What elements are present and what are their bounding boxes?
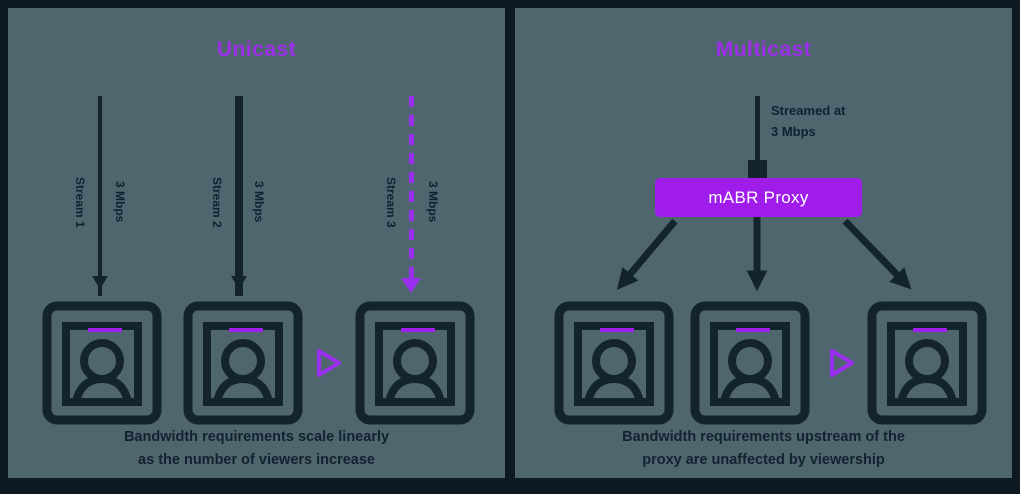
- down-arrow-icon: [98, 96, 102, 296]
- multicast-caption: Bandwidth requirements upstream of the p…: [515, 426, 1012, 472]
- mabr-proxy-label: mABR Proxy: [708, 187, 809, 207]
- multicast-panel: Multicast Streamed at 3 Mbps mABR Proxy: [515, 8, 1012, 478]
- tv-viewer-icon: [42, 301, 162, 425]
- stream-1-left-label: Stream 1: [73, 176, 87, 228]
- unicast-caption: Bandwidth requirements scale linearly as…: [8, 426, 505, 472]
- stream-1-right-label: 3 Mbps: [113, 181, 127, 223]
- source-stream-line: [755, 96, 760, 166]
- unicast-caption-line2: as the number of viewers increase: [138, 452, 375, 468]
- unicast-title: Unicast: [216, 38, 297, 61]
- stream-2-left-label: Stream 2: [210, 176, 224, 228]
- tv-viewer-icon: [867, 301, 987, 425]
- source-stream-label-line1: Streamed at: [771, 103, 846, 118]
- unicast-caption-line1: Bandwidth requirements scale linearly: [123, 429, 390, 445]
- fanout-arrows: [616, 217, 912, 292]
- dashed-down-arrow-icon: [409, 96, 414, 278]
- stream-2-right-label: 3 Mbps: [252, 181, 266, 223]
- stream-3-right-label: 3 Mbps: [426, 181, 440, 223]
- stream-3-left-label: Stream 3: [384, 176, 398, 228]
- source-stream-label: Streamed at 3 Mbps: [771, 100, 845, 142]
- unicast-panel: Unicast Stream 1 3 Mbps Stream 2 3 Mbps …: [8, 8, 505, 478]
- multicast-title: Multicast: [715, 38, 812, 61]
- multicast-caption-line1: Bandwidth requirements upstream of the: [622, 429, 905, 445]
- multicast-caption-line2: proxy are unaffected by viewership: [642, 452, 885, 468]
- tv-viewer-icon: [355, 301, 475, 425]
- play-outline-icon: [317, 349, 341, 377]
- purple-down-arrow-head-icon: [401, 278, 421, 293]
- down-arrow-head-icon: [231, 276, 247, 289]
- source-stream-arrow-head-icon: [748, 160, 767, 178]
- source-stream-label-line2: 3 Mbps: [771, 124, 816, 139]
- down-arrow-head-icon: [92, 276, 108, 289]
- mabr-proxy-box: mABR Proxy: [655, 178, 862, 217]
- down-arrow-icon: [235, 96, 243, 296]
- tv-viewer-icon: [690, 301, 810, 425]
- tv-viewer-icon: [554, 301, 674, 425]
- tv-viewer-icon: [183, 301, 303, 425]
- play-outline-icon: [830, 349, 854, 377]
